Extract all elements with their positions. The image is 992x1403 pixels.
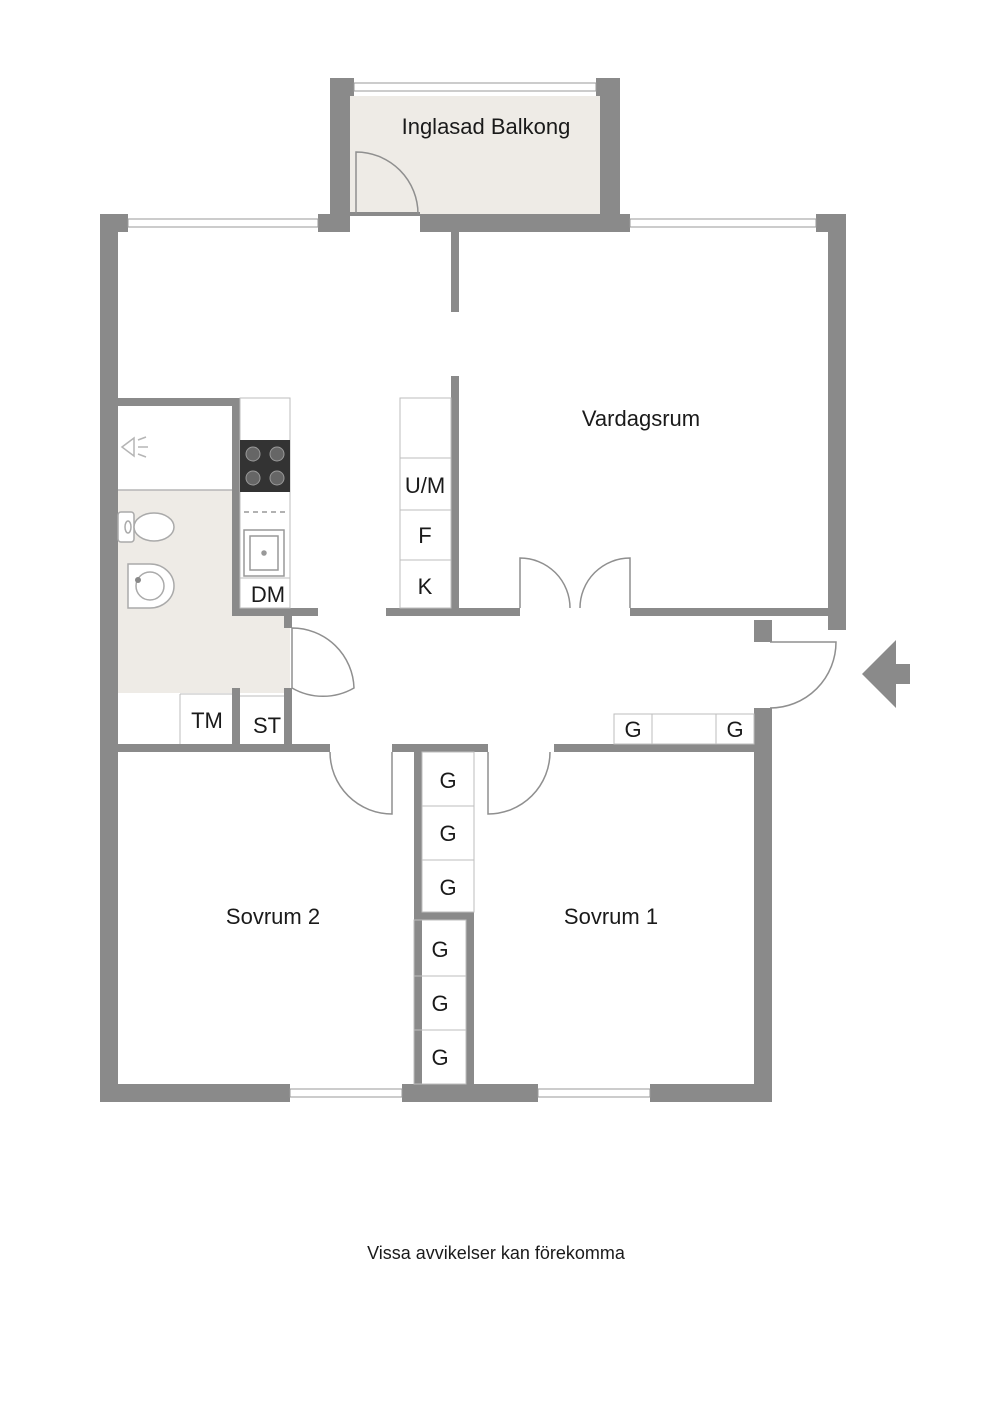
wardrobe-label: G: [439, 821, 456, 846]
fridge-label: K: [418, 574, 433, 599]
hall-wardrobes: [613, 713, 755, 745]
wardrobe-label: G: [439, 875, 456, 900]
disclaimer-note: Vissa avvikelser kan förekomma: [367, 1243, 625, 1263]
bedroom2-wardrobes: [413, 919, 467, 1085]
shower-icon: [118, 436, 232, 491]
doors: [291, 151, 837, 815]
dishwasher-label: DM: [251, 582, 285, 607]
room-label-bedroom1: Sovrum 1: [564, 904, 658, 929]
wardrobe-label: G: [431, 991, 448, 1016]
storage-label: ST: [253, 713, 281, 738]
toilet-icon: [117, 511, 175, 543]
room-label-bedroom2: Sovrum 2: [226, 904, 320, 929]
fridge-freezer-label: U/M: [405, 473, 445, 498]
stove-icon: [240, 440, 290, 492]
sink-icon: [243, 511, 286, 577]
wardrobe-label: G: [624, 717, 641, 742]
washing-machine-label: TM: [191, 708, 223, 733]
wardrobe-label: G: [431, 937, 448, 962]
wardrobe-label: G: [439, 768, 456, 793]
windows: [127, 82, 817, 1098]
exterior-walls: [100, 78, 846, 1102]
utility-cabinets: [179, 693, 284, 744]
entrance-arrow-icon: [862, 640, 910, 708]
interior-walls: [100, 232, 846, 1084]
kitchen-cabinets: [399, 397, 452, 609]
wardrobe-label: G: [431, 1045, 448, 1070]
wardrobe-label: G: [726, 717, 743, 742]
room-label-living: Vardagsrum: [582, 406, 700, 431]
washbasin-icon: [127, 563, 175, 609]
freezer-label: F: [418, 523, 431, 548]
room-label-balcony: Inglasad Balkong: [402, 114, 571, 139]
balcony-floor: [350, 96, 600, 214]
bedroom1-wardrobes: [421, 751, 475, 913]
